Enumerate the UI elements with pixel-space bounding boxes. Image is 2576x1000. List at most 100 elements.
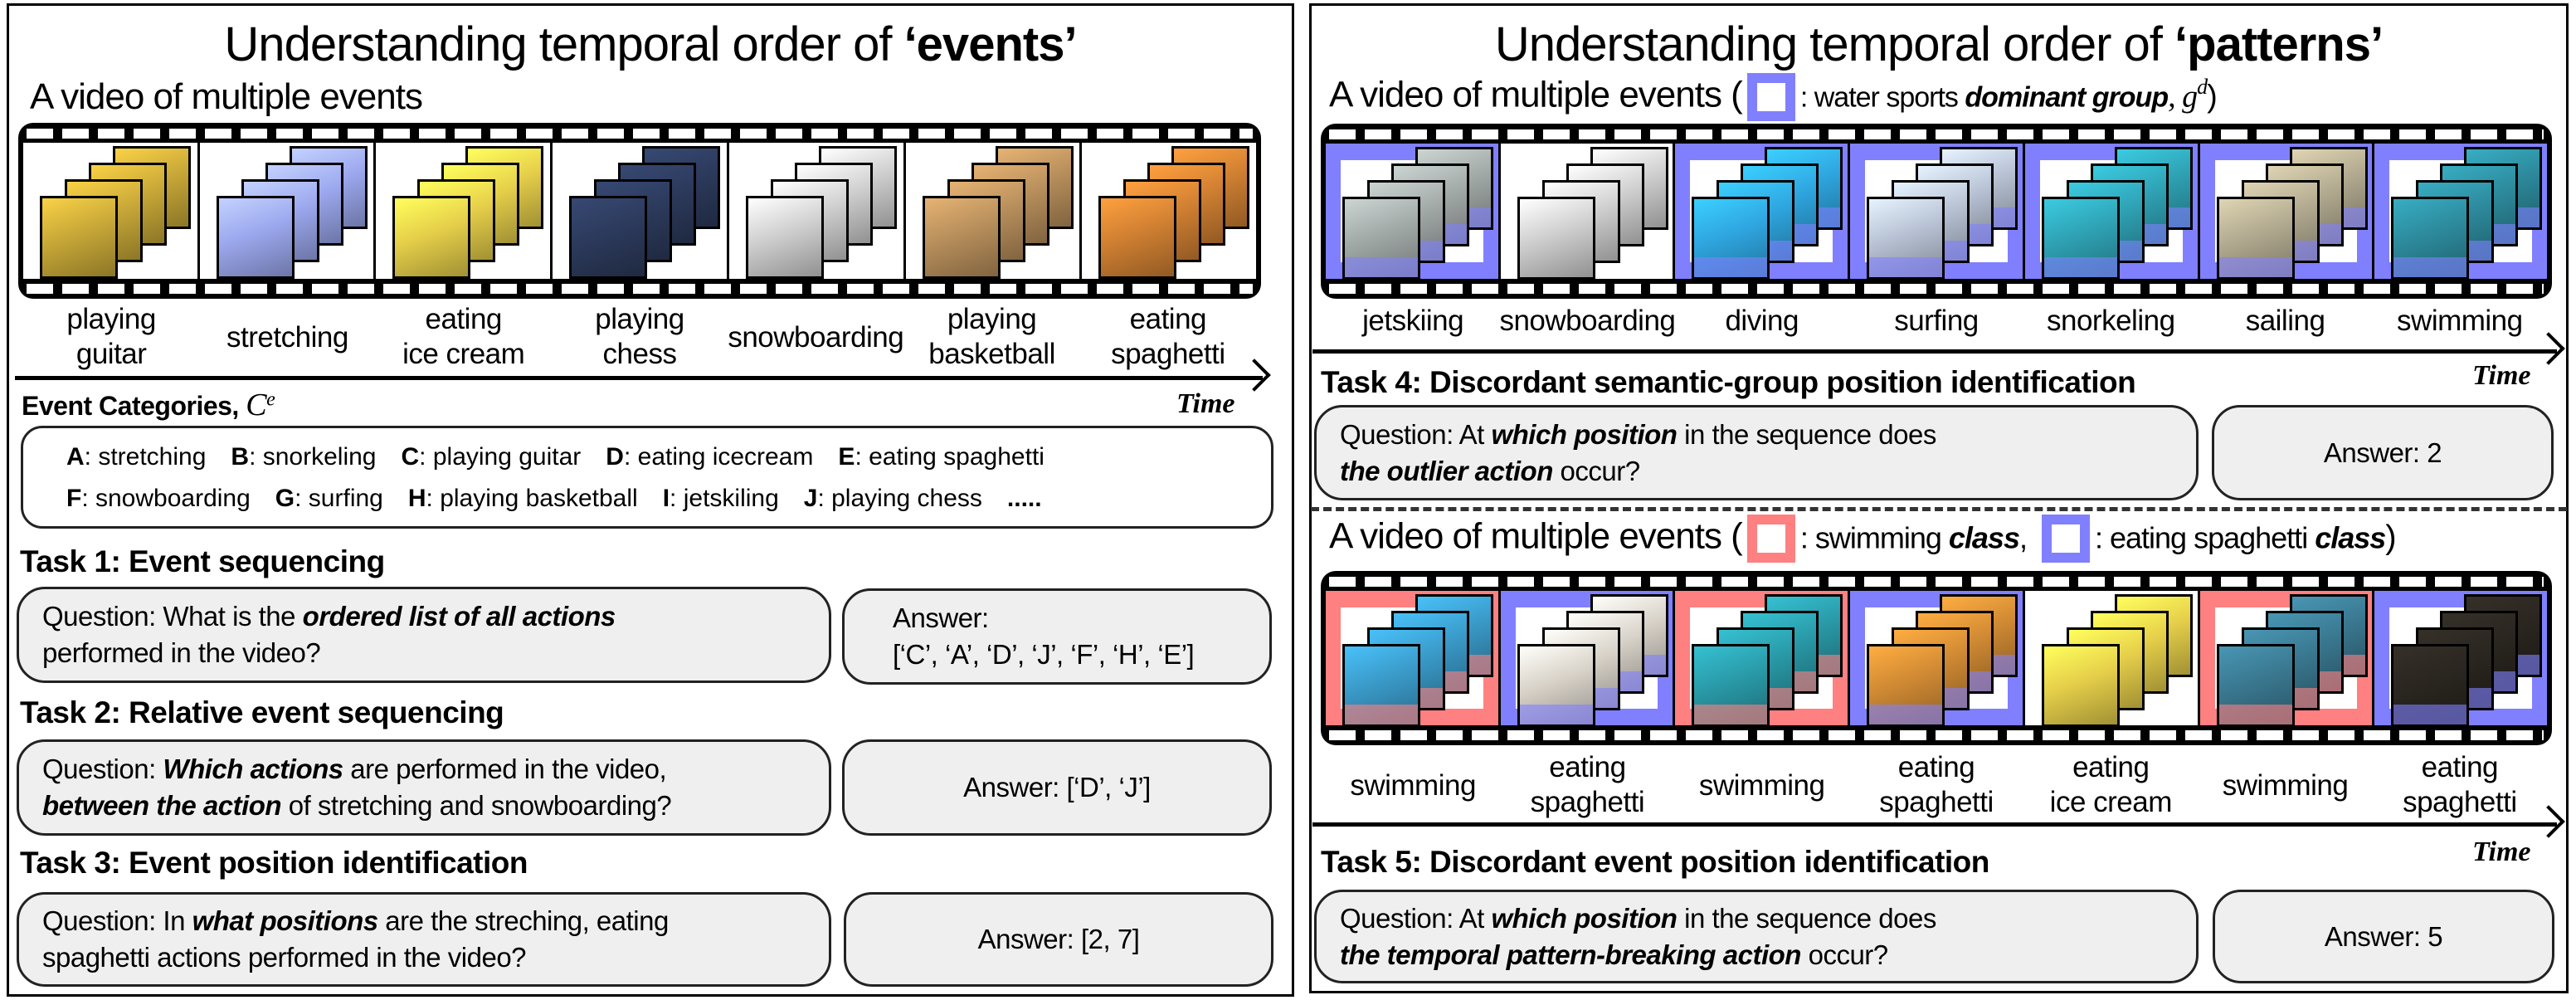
categories-symbol: C: [246, 388, 267, 422]
task1-question: Question: What is the ordered list of al…: [17, 587, 831, 683]
category-item: A: stretching: [66, 443, 206, 471]
question-text: are the streching, eating: [377, 905, 669, 936]
video-frame: [1497, 591, 1673, 725]
task5-answer: Answer: 5: [2213, 890, 2554, 983]
legend-desc: : water sports: [1799, 81, 1965, 114]
question-text: Question: At: [1340, 418, 1492, 450]
answer-text: Answer: 2: [2323, 437, 2442, 468]
question-text: occur?: [1552, 455, 1641, 486]
video-frame: [2372, 144, 2548, 279]
category-key: A: [66, 443, 85, 471]
category-key: H: [407, 485, 426, 512]
task3-answer: Answer: [2, 7]: [844, 892, 1273, 987]
filmstrip-pattern: [1321, 571, 2552, 745]
category-item: G: surfing: [275, 485, 383, 512]
category-name: : snowboarding: [81, 485, 251, 512]
spaghetti-class-swatch: [2041, 515, 2090, 563]
event-label-line: spaghetti: [1111, 338, 1225, 370]
category-name: : jetskiling: [670, 485, 779, 512]
category-item: E: eating spaghetti: [838, 443, 1045, 471]
time-arrow: [15, 376, 1263, 380]
event-label-line: eating: [1129, 303, 1207, 335]
event-label-line: chess: [602, 338, 677, 370]
event-label-line: eating: [425, 303, 503, 335]
legend-desc2-emph: class: [2315, 520, 2386, 555]
video-thumbnail: [1692, 197, 1770, 279]
filmstrip-events: [18, 123, 1261, 299]
event-label: swimming: [1317, 768, 1508, 803]
event-label: swimming: [1667, 768, 1858, 803]
event-label-line: snowboarding: [728, 321, 904, 354]
category-item: .....: [1007, 485, 1042, 512]
answer-text: Answer: [‘D’, ‘J’]: [963, 772, 1151, 802]
emphasis-text: the outlier action: [1340, 455, 1553, 486]
video-thumbnail: [2391, 644, 2470, 725]
event-label: stretching: [191, 320, 383, 355]
event-label-line: eating: [1897, 751, 1975, 783]
video-thumbnail: [2041, 644, 2120, 725]
video-frame: [373, 143, 551, 279]
video-thumbnail: [2041, 197, 2120, 279]
video-frame: [2197, 591, 2373, 725]
event-label: surfing: [1841, 304, 2032, 339]
video-frame: [2197, 144, 2373, 279]
event-label-line: snowboarding: [1499, 305, 1676, 337]
event-label-line: swimming: [2397, 305, 2523, 337]
event-label: snowboarding: [719, 320, 912, 355]
question-text: occur?: [1800, 939, 1889, 970]
event-label-line: diving: [1725, 305, 1799, 337]
task2-heading: Task 2: Relative event sequencing: [20, 695, 504, 729]
film-perforations: [1329, 129, 2544, 139]
event-label-line: guitar: [75, 338, 147, 370]
event-label-line: playing: [66, 303, 156, 335]
event-label-line: snorkeling: [2047, 305, 2175, 337]
title-emphasis: ‘patterns’: [2174, 17, 2384, 71]
emphasis-text: the temporal pattern-breaking action: [1340, 939, 1801, 970]
event-label: swimming: [2364, 304, 2555, 339]
event-label: diving: [1667, 304, 1858, 339]
answer-text: Answer: [2, 7]: [977, 924, 1140, 954]
emphasis-text: Which actions: [163, 754, 343, 784]
time-arrow: [1312, 349, 2557, 354]
video-frame: [2372, 591, 2548, 725]
film-perforations: [27, 129, 1253, 139]
video-thumbnail: [2391, 197, 2470, 279]
question-line: the outlier action occur?: [1340, 453, 2173, 490]
legend-desc-emph: dominant group: [1965, 81, 2169, 114]
video-label: A video of multiple events: [30, 76, 423, 117]
category-key: G: [275, 485, 295, 512]
category-name: : eating spaghetti: [855, 443, 1045, 471]
frame-row: [1326, 144, 2548, 279]
legend-suffix: ): [2385, 519, 2396, 556]
frame-row: [23, 143, 1257, 279]
event-label-line: playing: [595, 303, 684, 335]
category-item: D: eating icecream: [606, 443, 813, 471]
question-text: spaghetti actions performed in the video…: [42, 942, 527, 973]
video-frame: [726, 143, 903, 279]
video-frame: [2022, 591, 2198, 725]
task1-answer: Answer:[‘C’, ‘A’, ‘D’, ‘J’, ‘F’, ‘H’, ‘E…: [842, 588, 1272, 685]
video-thumbnail: [1098, 196, 1177, 279]
question-text: are performed in the video,: [343, 754, 667, 784]
category-name: : stretching: [84, 443, 207, 471]
video-frame: [1497, 144, 1673, 279]
event-label-line: spaghetti: [1879, 786, 1994, 818]
answer-text: Answer: 5: [2324, 920, 2443, 952]
video-frame: [1673, 144, 1848, 279]
category-item: J: playing chess: [804, 485, 982, 512]
question-line: spaghetti actions performed in the video…: [42, 939, 806, 976]
patterns-panel: [1309, 3, 2569, 993]
emphasis-text: between the action: [42, 790, 282, 821]
category-key: E: [838, 443, 855, 471]
video-frame: [903, 143, 1080, 279]
question-line: between the action of stretching and sno…: [42, 788, 806, 824]
legend-prefix: A video of multiple events (: [1329, 74, 1743, 115]
task5-question: Question: At which position in the seque…: [1314, 890, 2199, 983]
event-label: snowboarding: [1492, 304, 1682, 339]
category-item: H: playing basketball: [408, 485, 638, 512]
question-line: Question: At which position in the seque…: [1340, 417, 2173, 453]
